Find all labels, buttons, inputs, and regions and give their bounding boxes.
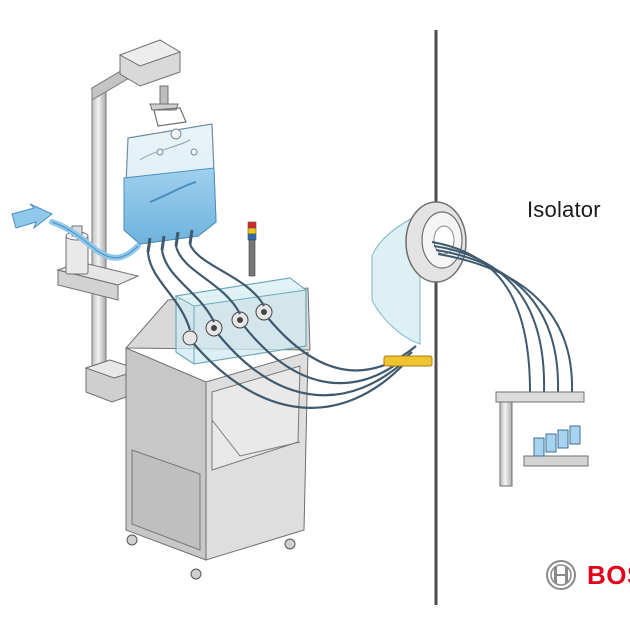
brand-wordmark: BOSCH	[587, 560, 630, 590]
arrow-icon	[11, 203, 141, 261]
supply-tubes	[146, 243, 265, 331]
isolator-port	[371, 201, 467, 345]
tube-clamp	[383, 355, 433, 367]
vials	[533, 425, 581, 457]
filling-station	[495, 391, 589, 487]
isolator-tubes	[431, 241, 574, 393]
bosch-armature-icon	[546, 560, 576, 590]
isolator-label: Isolator	[527, 197, 601, 222]
pump-glass-cover	[174, 277, 308, 365]
product-bag	[123, 107, 217, 253]
signal-tower	[247, 221, 257, 277]
